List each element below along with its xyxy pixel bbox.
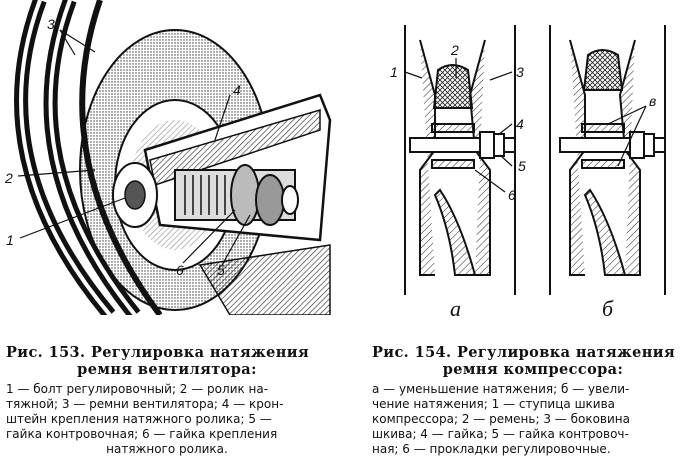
figure-153-legend-line3: штейн крепления натяжного ролика; 5 — — [6, 412, 272, 426]
callout-1: 1 — [6, 232, 14, 248]
figure-154-legend-line1: а — уменьшение натяжения; б — увели- — [372, 382, 630, 396]
compressor-pulley-drawing — [404, 25, 666, 295]
figure-153-title-line1: Рис. 153. Регулировка натяжения — [6, 344, 310, 361]
figure-154-caption: Рис. 154. Регулировка натяжения ремня ко… — [372, 344, 694, 457]
figure-153-legend-line2: тяжной; 3 — ремни вентилятора; 4 — крон- — [6, 397, 284, 411]
callout-1: 1 — [390, 64, 398, 80]
figure-153-legend-line4: гайка контровочная; 6 — гайка крепления — [6, 427, 278, 441]
figure-154-title-line1: Рис. 154. Регулировка натяжения — [372, 344, 676, 361]
figure-154-title: Рис. 154. Регулировка натяжения ремня ко… — [372, 344, 694, 378]
figure-154-legend-line3: компрессора; 2 — ремень; 3 — боковина — [372, 412, 630, 426]
figure-154-legend-line5: ная; 6 — прокладки регулировочные. — [372, 442, 611, 456]
figure-153-illustration: 3 2 1 4 6 5 — [0, 0, 335, 320]
figure-154-legend-line4: шкива; 4 — гайка; 5 — гайка контровоч- — [372, 427, 629, 441]
callout-4: 4 — [233, 82, 241, 98]
callout-6: 6 — [176, 262, 184, 278]
figure-153-legend: 1 — болт регулировочный; 2 — ролик на- т… — [6, 382, 328, 457]
callout-v: в — [649, 93, 657, 109]
figure-153-title-line2: ремня вентилятора: — [77, 361, 257, 378]
subfigure-b-label: б — [602, 296, 614, 321]
figure-154-legend: а — уменьшение натяжения; б — увели- чен… — [372, 382, 694, 457]
figure-154-legend-line2: чение натяжения; 1 — ступица шкива — [372, 397, 616, 411]
callout-2: 2 — [5, 170, 13, 186]
figure-153-legend-line5: натяжного ролика. — [106, 442, 228, 456]
callout-4: 4 — [516, 116, 524, 132]
callout-5: 5 — [518, 158, 526, 174]
callout-6: 6 — [508, 187, 516, 203]
figure-153-caption: Рис. 153. Регулировка натяжения ремня ве… — [6, 344, 328, 457]
figure-154-title-line2: ремня компрессора: — [442, 361, 624, 378]
figure-153-legend-line1: 1 — болт регулировочный; 2 — ролик на- — [6, 382, 269, 396]
fan-belt-drawing — [14, 0, 332, 320]
callout-3: 3 — [47, 16, 55, 32]
callout-3: 3 — [516, 64, 524, 80]
figure-154-illustration: 1 2 3 4 5 6 в а б — [380, 20, 680, 321]
figure-153-title: Рис. 153. Регулировка натяжения ремня ве… — [6, 344, 328, 378]
subfigure-a-label: а — [450, 296, 461, 321]
callout-2: 2 — [451, 42, 459, 58]
callout-5: 5 — [217, 262, 225, 278]
